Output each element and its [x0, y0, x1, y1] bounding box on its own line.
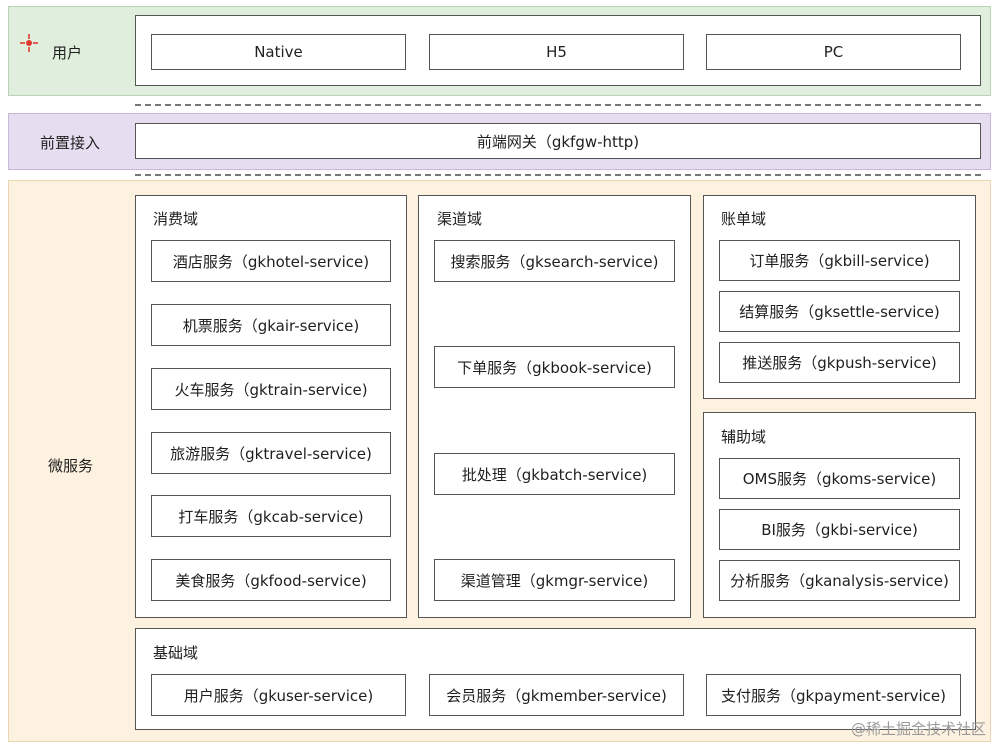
cab-service: 打车服务（gkcab-service) — [151, 495, 391, 537]
layer-divider — [135, 174, 981, 176]
bi-service: BI服务（gkbi-service) — [719, 509, 960, 550]
user-layer-label: 用户 — [52, 44, 83, 62]
frontend-gateway: 前端网关（gkfgw-http) — [135, 123, 981, 159]
billing-domain-title: 账单域 — [721, 210, 767, 228]
hotel-service: 酒店服务（gkhotel-service) — [151, 240, 391, 282]
food-service: 美食服务（gkfood-service) — [151, 559, 391, 601]
bill-service: 订单服务（gkbill-service) — [719, 240, 960, 281]
front-access-label: 前置接入 — [40, 134, 101, 152]
base-domain-title: 基础域 — [153, 644, 199, 662]
target-icon — [20, 34, 38, 52]
push-service: 推送服务（gkpush-service) — [719, 342, 960, 383]
book-service: 下单服务（gkbook-service) — [434, 346, 675, 388]
auxiliary-domain-title: 辅助域 — [721, 428, 767, 446]
mgr-service: 渠道管理（gkmgr-service) — [434, 559, 675, 601]
member-service: 会员服务（gkmember-service) — [429, 674, 684, 716]
travel-service: 旅游服务（gktravel-service) — [151, 432, 391, 474]
oms-service: OMS服务（gkoms-service) — [719, 458, 960, 499]
search-service: 搜索服务（gksearch-service) — [434, 240, 675, 282]
analysis-service: 分析服务（gkanalysis-service) — [719, 560, 960, 601]
batch-service: 批处理（gkbatch-service) — [434, 453, 675, 495]
client-h5: H5 — [429, 34, 684, 70]
microservice-label: 微服务 — [48, 457, 94, 475]
client-pc: PC — [706, 34, 961, 70]
user-service: 用户服务（gkuser-service) — [151, 674, 406, 716]
consumption-domain-title: 消费域 — [153, 210, 199, 228]
channel-domain-title: 渠道域 — [437, 210, 483, 228]
watermark: @稀土掘金技术社区 — [850, 720, 986, 738]
client-native: Native — [151, 34, 406, 70]
settle-service: 结算服务（gksettle-service) — [719, 291, 960, 332]
layer-divider — [135, 104, 981, 106]
train-service: 火车服务（gktrain-service) — [151, 368, 391, 410]
payment-service: 支付服务（gkpayment-service) — [706, 674, 961, 716]
air-service: 机票服务（gkair-service) — [151, 304, 391, 346]
